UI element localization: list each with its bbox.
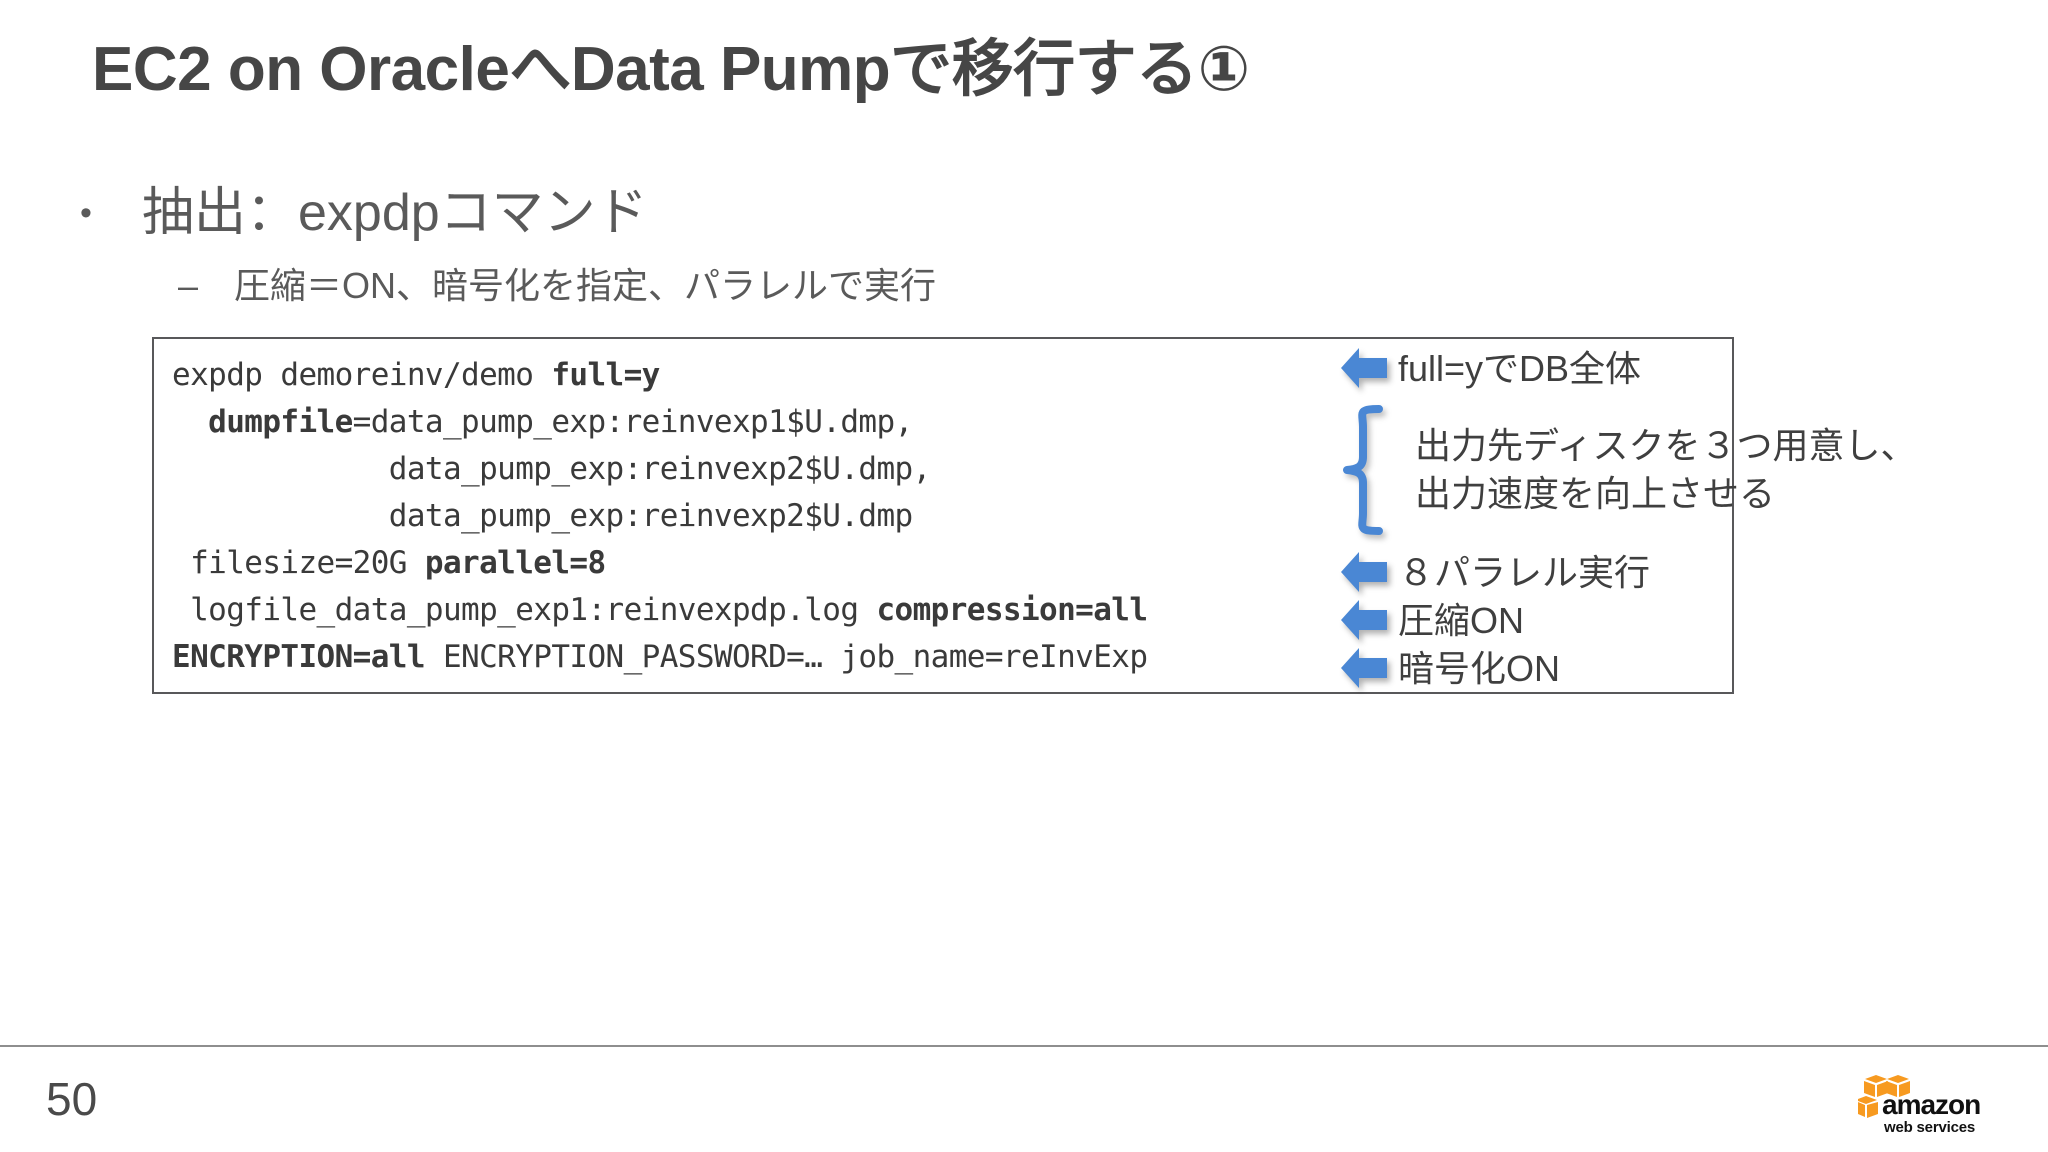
aws-cubes-icon (1858, 1075, 1910, 1118)
aws-logo: amazon web services (1858, 1074, 2018, 1136)
bullet-level-2: –圧縮＝ON、暗号化を指定、パラレルで実行 (178, 257, 936, 309)
bullet-level-1: • 抽出：expdpコマンド (80, 170, 648, 245)
svg-text:web services: web services (1883, 1119, 1975, 1136)
code-text: data_pump_exp:reinvexp2$U.dmp (172, 498, 913, 534)
code-text: data_pump_exp:reinvexp2$U.dmp, (172, 451, 932, 487)
code-line: dumpfile=data_pump_exp:reinvexp1$U.dmp, (172, 399, 1147, 446)
code-keyword: compression=all (876, 592, 1148, 628)
code-keyword: full=y (551, 357, 660, 393)
page-title: EC2 on OracleへData Pumpで移行する① (92, 35, 1250, 104)
code-line: data_pump_exp:reinvexp2$U.dmp (172, 493, 1147, 540)
code-line: data_pump_exp:reinvexp2$U.dmp, (172, 446, 1147, 493)
annotation-full: full=yでDB全体 (1398, 348, 1642, 389)
code-text: ENCRYPTION_PASSWORD=… job_name=reInvExp (424, 639, 1148, 675)
code-text: =data_pump_exp:reinvexp1$U.dmp, (352, 404, 914, 440)
annotation-disk-line: 出力先ディスクを３つ用意し、 (1415, 425, 1917, 466)
code-text (172, 404, 208, 440)
arrow-left-icon-parallel (1341, 552, 1387, 592)
code-listing: expdp demoreinv/demo full=y dumpfile=dat… (172, 352, 1148, 681)
code-keyword: ENCRYPTION=all (172, 639, 425, 675)
curly-brace-icon-disk (1327, 405, 1387, 535)
code-keyword: dumpfile (208, 404, 353, 440)
annotation-encryption: 暗号化ON (1398, 648, 1561, 689)
page-number: 50 (46, 1073, 98, 1125)
footer-divider (0, 1045, 2048, 1047)
bullet-level-1-label: 抽出：expdpコマンド (142, 184, 648, 242)
annotation-compression: 圧縮ON (1398, 600, 1525, 641)
arrow-left-icon-full (1341, 348, 1387, 388)
code-text: expdp demoreinv/demo (172, 357, 552, 393)
svg-text:amazon: amazon (1882, 1089, 1980, 1120)
arrow-left-icon-compression (1341, 600, 1387, 640)
annotation-parallel: ８パラレル実行 (1398, 552, 1651, 593)
code-block-container (152, 337, 1734, 694)
code-line: filesize=20G parallel=8 (172, 540, 1147, 587)
bullet-level-2-label: 圧縮＝ON、暗号化を指定、パラレルで実行 (234, 265, 937, 306)
annotation-disk: 出力先ディスクを３つ用意し、出力速度を向上させる (1415, 422, 1916, 518)
code-text: logfile_data_pump_exp1:reinvexpdp.log (172, 592, 877, 628)
code-keyword: parallel=8 (424, 545, 606, 581)
annotation-disk-line: 出力速度を向上させる (1415, 473, 1776, 514)
arrow-left-icon-encryption (1341, 648, 1387, 688)
code-line: ENCRYPTION=all ENCRYPTION_PASSWORD=… job… (172, 634, 1148, 681)
bullet-marker-icon: • (80, 194, 92, 232)
code-line: expdp demoreinv/demo full=y (172, 352, 1147, 399)
code-line: logfile_data_pump_exp1:reinvexpdp.log co… (172, 587, 1148, 634)
dash-marker-icon: – (178, 265, 199, 306)
code-text: filesize=20G (172, 545, 425, 581)
